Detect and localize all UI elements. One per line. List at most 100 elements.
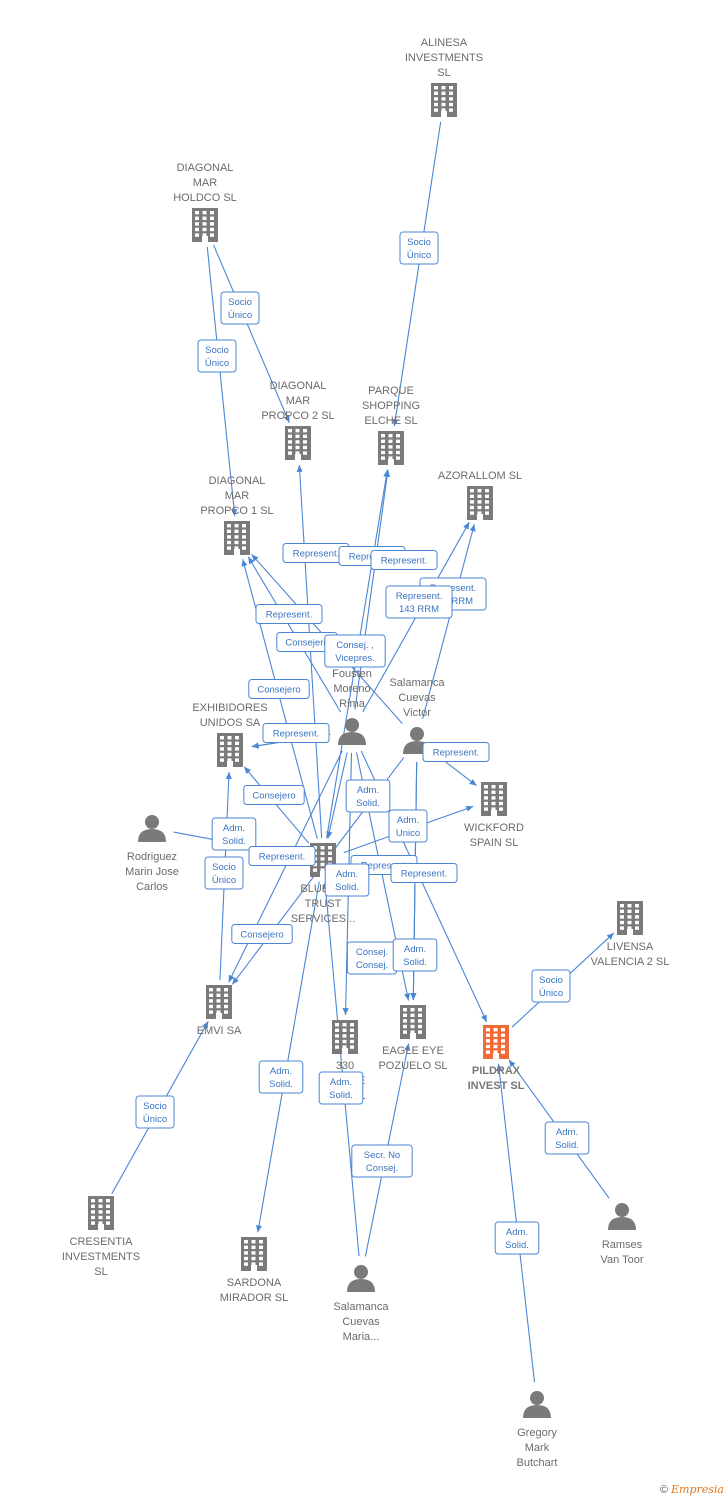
building-window — [244, 1240, 248, 1244]
edge-label-consejero[interactable]: Consejero — [243, 785, 305, 805]
node-label-line: Moreno — [333, 683, 370, 695]
edge-label-adm-solid[interactable]: Adm.Solid. — [544, 1121, 590, 1155]
building-window — [195, 216, 199, 220]
edge-label-box — [385, 585, 453, 619]
edge-label-adm-solid[interactable]: Adm.Solid. — [258, 1060, 304, 1094]
node-label-line: TRUST — [305, 898, 342, 910]
edge-alinesa-parque — [392, 121, 442, 427]
edge-label-text: 143 RRM — [399, 604, 439, 615]
building-window — [418, 1008, 422, 1012]
edge-label-adm-solid[interactable]: Adm.Solid. — [494, 1221, 540, 1255]
edge-label-text: Adm. — [506, 1227, 528, 1238]
building-window — [396, 456, 400, 460]
building-window — [635, 904, 639, 908]
edge-label-adm-solid[interactable]: Adm.Solid. — [324, 863, 370, 897]
building-window — [320, 851, 325, 855]
edge-label-box — [324, 634, 386, 668]
building-window — [635, 909, 639, 913]
edge-label-text: Único — [143, 1114, 167, 1125]
building-window — [470, 494, 474, 498]
node-label-line: Cuevas — [342, 1316, 380, 1328]
edge-label-box — [248, 679, 310, 699]
edge-label-represent[interactable]: Represent. — [262, 723, 330, 743]
node-label-line: Victor — [403, 707, 431, 719]
building-window — [350, 1028, 354, 1032]
building-window — [106, 1199, 110, 1203]
person-icon — [138, 815, 166, 842]
edge-label-represent[interactable]: Represent. — [248, 846, 316, 866]
building-icon — [217, 733, 243, 767]
edge-label-text: Solid. — [329, 1090, 353, 1101]
building-window — [209, 1004, 213, 1009]
building-window — [342, 1023, 347, 1027]
edge-label-text: Adm. — [223, 823, 245, 834]
building-window — [434, 91, 438, 95]
building-window — [320, 862, 325, 867]
building-window — [335, 1023, 339, 1027]
building-icon — [378, 431, 404, 465]
edge-label-consejero[interactable]: Consejero — [231, 924, 293, 944]
edge-label-represent[interactable]: Represent. — [390, 863, 458, 883]
edge-label-adm-solid[interactable]: Adm.Solid. — [392, 938, 438, 972]
edge-label-represent[interactable]: Represent. — [282, 543, 350, 563]
building-window — [491, 796, 496, 800]
node-azorallom[interactable]: AZORALLOM SL — [438, 470, 522, 520]
building-window — [98, 1204, 103, 1208]
edge-label-adm-solid[interactable]: Adm. Solid. — [211, 817, 257, 851]
edge-label-represent-143-rrm[interactable]: Represent.143 RRM — [385, 585, 453, 619]
node-label-line: Cuevas — [398, 692, 436, 704]
edge-label-adm-unico[interactable]: Adm.Unico — [388, 809, 428, 843]
brand-logo[interactable]: Empresia — [671, 1483, 724, 1496]
edge-label-consejero[interactable]: Consejero — [276, 632, 338, 652]
node-maria[interactable]: SalamancaCuevasMaria... — [333, 1265, 389, 1343]
edge-label-represent[interactable]: Represent. — [255, 604, 323, 624]
edge-label-text: Secr. No — [364, 1150, 400, 1161]
building-window — [485, 500, 489, 504]
building-door — [477, 514, 483, 520]
edge-label-adm-solid[interactable]: Adm.Solid. — [345, 779, 391, 813]
node-emvi[interactable]: EMVI SA — [197, 985, 242, 1037]
building-window — [91, 1210, 95, 1214]
edge-label-text: Solid. — [222, 836, 246, 847]
edge-label-consejero[interactable]: Consejero — [248, 679, 310, 699]
edge-label-represent[interactable]: Represent. — [422, 742, 490, 762]
building-window — [342, 1034, 347, 1038]
building-window — [484, 785, 488, 789]
building-door — [493, 1053, 499, 1059]
building-window — [195, 227, 199, 232]
edge-label-consej-vicepres[interactable]: Consej. ,Vicepres. — [324, 634, 386, 668]
edge-label-adm-solid[interactable]: Adm.Solid. — [318, 1071, 364, 1105]
building-window — [449, 97, 453, 101]
edge-label-consej-consej[interactable]: Consej.Consej. — [346, 941, 398, 975]
building-window — [441, 102, 446, 107]
building-window — [449, 102, 453, 107]
building-door — [98, 1224, 104, 1230]
edge-label-represent[interactable]: Represent. — [370, 550, 438, 570]
person-icon — [347, 1265, 375, 1292]
building-window — [303, 429, 307, 433]
node-label-line: AZORALLOM SL — [438, 470, 522, 482]
